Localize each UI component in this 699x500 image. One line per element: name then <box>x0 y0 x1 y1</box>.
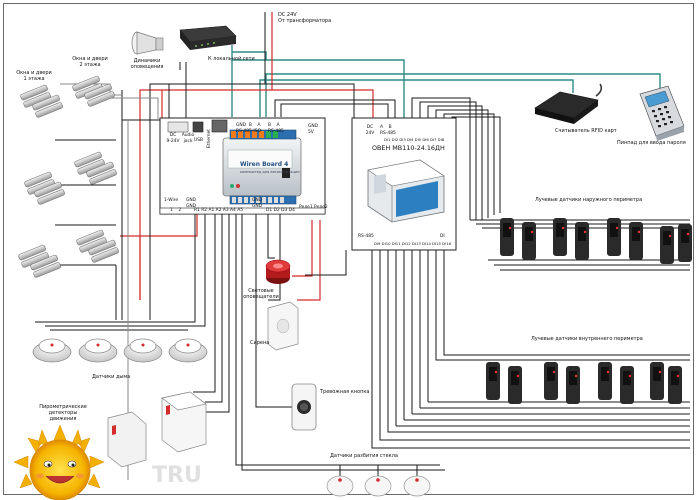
wb-ethernet-label: Ethernet <box>207 129 212 148</box>
sun-icon <box>13 424 105 500</box>
light-alarm-label: Световые оповещатели <box>243 288 279 300</box>
pinpad-device <box>639 85 685 141</box>
oven-bottom-extra: DI <box>440 234 445 239</box>
wb-top-right-label: GND 5V <box>308 124 319 135</box>
siren-red <box>297 220 321 301</box>
oven-rs-label: A B RS-485 <box>380 125 396 136</box>
power-label-2: От трансформатора <box>278 18 332 24</box>
pir-label: Пирометрические детекторы движения <box>39 404 87 422</box>
inner-beam-label: Лучевые датчики внутреннего периметра <box>531 336 643 342</box>
doors-floor2-label: Окна и двери 2 этажа <box>72 56 108 68</box>
wb-relay-label: Реле1 Реле2 <box>299 205 328 210</box>
rfid-wire <box>259 79 574 117</box>
wb-pins-d: D1 D2 D3 D4 <box>266 208 295 213</box>
teal-wires <box>231 45 661 122</box>
speakers-label: Динамики оповещения <box>130 58 164 70</box>
door-sensors <box>18 75 119 278</box>
wb-pins-a: 1 2 <box>170 208 182 213</box>
power-red-oven <box>271 12 374 122</box>
oven-top-pins: DI1 DI2 DI3 DI4 DI5 DI6 DI7 DI8 <box>384 137 445 142</box>
network-switch <box>179 25 237 50</box>
smoke-detectors <box>32 338 208 363</box>
ethernet-port <box>211 119 228 133</box>
speaker <box>131 31 164 55</box>
black-wires <box>35 12 690 478</box>
pinpad-label: Пинпад для ввода пароля <box>617 140 686 146</box>
outer-beam-label: Лучевые датчики наружного периметра <box>535 197 643 203</box>
siren-label: Сирена <box>250 340 270 346</box>
glass-bus <box>235 210 440 466</box>
outer-beam-sensors <box>500 218 692 264</box>
diagram-frame <box>3 3 694 495</box>
power-black-oven <box>264 12 355 122</box>
wb-name: Wiren Board 4 <box>240 161 289 168</box>
red-wires <box>120 12 374 301</box>
rfid-label: Считыватель RFID карт <box>555 128 617 134</box>
glass-label: Датчики разбития стекла <box>330 453 398 459</box>
power-label-1: DC 24V <box>278 12 297 18</box>
pinpad-wire <box>265 73 661 117</box>
wb-rs485-iso-label: GND B A RS-485-ISO <box>236 123 261 134</box>
panic-button <box>291 383 317 431</box>
rfid-reader <box>534 83 603 124</box>
doors-floor1-label: Окна и двери 1 этажа <box>16 70 52 82</box>
glass-break-sensors <box>326 475 431 497</box>
network-label: К локальной сети <box>208 56 255 62</box>
oven-module <box>351 117 457 251</box>
light-alarm <box>265 259 291 284</box>
wb-gnd-label: GND GND <box>186 198 197 209</box>
wb-audio-label: Audio jack <box>181 133 195 144</box>
smoke-bus <box>35 210 196 323</box>
inner-beam-sensors <box>486 362 682 404</box>
pir-detectors <box>107 391 207 468</box>
oven-name: ОВЕН МВ110-24.16ДН <box>372 144 445 152</box>
wb-pins-r: R1 R2 A1 A2 A3 A4 A5 <box>194 208 244 213</box>
wb-rs485-label: B A RS-485 <box>268 123 284 134</box>
siren <box>267 301 299 351</box>
wb-subtitle: компьютер для автоматизации <box>240 170 300 174</box>
usb-port <box>192 121 204 133</box>
oven-bottom-rs: RS-485 <box>358 234 374 239</box>
watermark-text: TRU <box>152 463 202 488</box>
oven-bottom-pins: DI9 DI10 DI11 DI12 DI13 DI14 DI15 DI16 <box>374 241 452 246</box>
wb-gnd2-label: GND GND <box>252 198 263 209</box>
wirenboard-controller <box>159 117 326 215</box>
smoke-label: Датчики дыма <box>92 374 131 380</box>
panic-label: Тревожная кнопка <box>320 389 370 395</box>
wb-1wire-label: 1-Wire <box>164 198 179 203</box>
oven-dc-label: DC 24V <box>365 125 375 136</box>
wb-usb-label: USB <box>194 138 204 143</box>
wb-dc-label: DC 9-24V <box>166 133 180 144</box>
